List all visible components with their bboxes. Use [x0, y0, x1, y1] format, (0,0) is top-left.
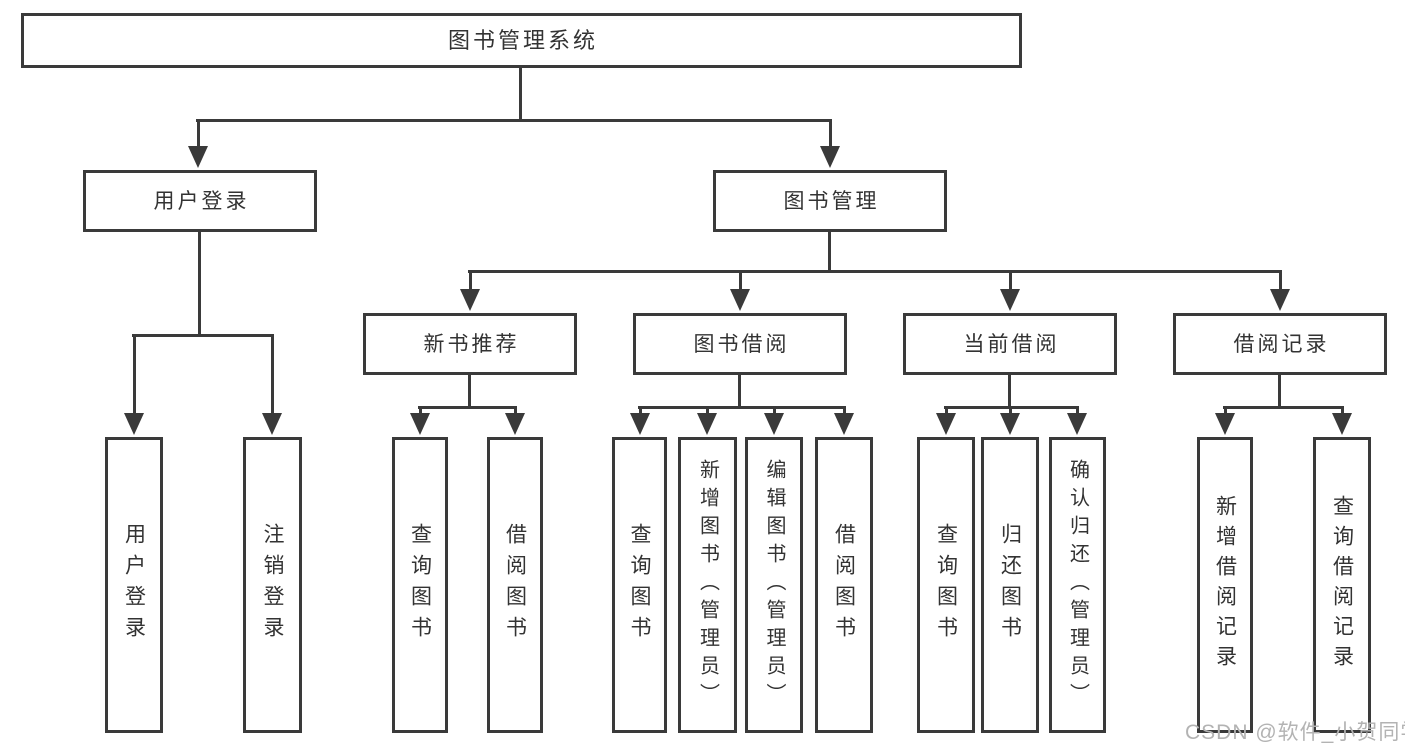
edge-user-login-rail	[132, 334, 274, 337]
node-book-borrow: 图书借阅	[633, 313, 847, 375]
leaf-borrow-edit-book: 编辑图书（管理员）	[745, 437, 803, 733]
arrowhead-borrow-record	[1270, 289, 1290, 311]
edge-new-book-rec-rail	[418, 406, 517, 409]
node-new-book-rec: 新书推荐	[363, 313, 577, 375]
node-user-login: 用户登录	[83, 170, 317, 232]
leaf-record-add-record: 新增借阅记录	[1197, 437, 1253, 733]
arrowhead-book-mgmt	[820, 146, 840, 168]
leaf-current-return-book: 归还图书	[981, 437, 1039, 733]
arrowhead-cb-return-book	[1000, 413, 1020, 435]
edge-root-stub	[519, 68, 522, 122]
edge-br-query-drop	[1341, 406, 1344, 415]
edge-cb-confirm-drop	[1076, 406, 1079, 415]
edge-rec-query-drop	[419, 406, 422, 415]
leaf-logout-label: 注销登录	[261, 523, 284, 647]
edge-book-borrow-stub	[738, 375, 741, 409]
edge-borrow-record-rail	[1223, 406, 1344, 409]
edge-rec-borrow-drop	[514, 406, 517, 415]
leaf-current-query-book-label: 查询图书	[934, 523, 958, 647]
edge-borrow-record-stub	[1278, 375, 1281, 409]
edge-root-rail	[196, 119, 832, 122]
edge-book-mgmt-stub	[828, 232, 831, 273]
node-current-borrow-label: 当前借阅	[963, 332, 1060, 356]
node-book-mgmt: 图书管理	[713, 170, 947, 232]
arrowhead-rec-query-book	[410, 413, 430, 435]
edge-bb-edit-drop	[773, 406, 776, 415]
edge-leaf-user-login-drop	[133, 334, 136, 415]
edge-bb-query-drop	[639, 406, 642, 415]
arrowhead-current-borrow	[1000, 289, 1020, 311]
edge-leaf-logout-drop	[271, 334, 274, 415]
edge-bb-borrow-drop	[843, 406, 846, 415]
leaf-rec-query-book-label: 查询图书	[408, 523, 432, 647]
leaf-current-confirm-return-label: 确认归还（管理员）	[1066, 459, 1089, 711]
arrowhead-cb-query-book	[936, 413, 956, 435]
node-borrow-record: 借阅记录	[1173, 313, 1387, 375]
edge-current-borrow-stub	[1008, 375, 1011, 409]
arrowhead-bb-query-book	[630, 413, 650, 435]
edge-user-login-drop	[197, 119, 200, 149]
leaf-borrow-query-book-label: 查询图书	[628, 523, 651, 647]
leaf-borrow-borrow-book: 借阅图书	[815, 437, 873, 733]
leaf-borrow-edit-book-label: 编辑图书（管理员）	[763, 459, 785, 711]
leaf-current-query-book: 查询图书	[917, 437, 975, 733]
leaf-borrow-add-book-label: 新增图书（管理员）	[696, 459, 719, 711]
leaf-rec-borrow-book: 借阅图书	[487, 437, 543, 733]
leaf-borrow-query-book: 查询图书	[612, 437, 667, 733]
edge-user-login-stub	[198, 232, 201, 337]
arrowhead-leaf-user-login	[124, 413, 144, 435]
node-root: 图书管理系统	[21, 13, 1022, 68]
arrowhead-br-add-record	[1215, 413, 1235, 435]
node-current-borrow: 当前借阅	[903, 313, 1117, 375]
arrowhead-cb-confirm-return	[1067, 413, 1087, 435]
arrowhead-bb-borrow-book	[834, 413, 854, 435]
leaf-logout: 注销登录	[243, 437, 302, 733]
edge-book-mgmt-rail	[468, 270, 1282, 273]
edge-borrow-record-drop	[1279, 270, 1282, 292]
edge-new-book-rec-drop	[469, 270, 472, 292]
arrowhead-user-login	[188, 146, 208, 168]
leaf-rec-query-book: 查询图书	[392, 437, 448, 733]
node-root-label: 图书管理系统	[447, 27, 598, 53]
edge-book-borrow-drop	[739, 270, 742, 292]
edge-new-book-rec-stub	[468, 375, 471, 409]
arrowhead-bb-add-book	[697, 413, 717, 435]
leaf-borrow-borrow-book-label: 借阅图书	[832, 523, 856, 647]
leaf-user-login-label: 用户登录	[122, 523, 146, 647]
edge-bb-add-drop	[706, 406, 709, 415]
leaf-current-return-book-label: 归还图书	[998, 523, 1022, 647]
leaf-user-login: 用户登录	[105, 437, 163, 733]
leaf-rec-borrow-book-label: 借阅图书	[503, 523, 527, 647]
node-user-login-label: 用户登录	[153, 189, 250, 213]
node-new-book-rec-label: 新书推荐	[423, 332, 520, 356]
arrowhead-br-query-record	[1332, 413, 1352, 435]
leaf-current-confirm-return: 确认归还（管理员）	[1049, 437, 1106, 733]
edge-current-borrow-drop	[1009, 270, 1012, 292]
leaf-borrow-add-book: 新增图书（管理员）	[678, 437, 737, 733]
node-book-mgmt-label: 图书管理	[783, 189, 880, 213]
arrowhead-bb-edit-book	[764, 413, 784, 435]
node-book-borrow-label: 图书借阅	[693, 332, 790, 356]
arrowhead-book-borrow	[730, 289, 750, 311]
edge-book-mgmt-drop	[829, 119, 832, 149]
edge-cb-return-drop	[1009, 406, 1012, 415]
edge-cb-query-drop	[945, 406, 948, 415]
arrowhead-rec-borrow-book	[505, 413, 525, 435]
leaf-record-query-record-label: 查询借阅记录	[1330, 495, 1354, 675]
leaf-record-query-record: 查询借阅记录	[1313, 437, 1371, 733]
arrowhead-leaf-logout	[262, 413, 282, 435]
edge-book-borrow-rail	[638, 406, 846, 409]
edge-br-add-drop	[1224, 406, 1227, 415]
leaf-record-add-record-label: 新增借阅记录	[1213, 495, 1237, 675]
csdn-watermark: CSDN @软件_小贺同学	[1185, 721, 1405, 744]
arrowhead-new-book-rec	[460, 289, 480, 311]
node-borrow-record-label: 借阅记录	[1233, 332, 1330, 356]
